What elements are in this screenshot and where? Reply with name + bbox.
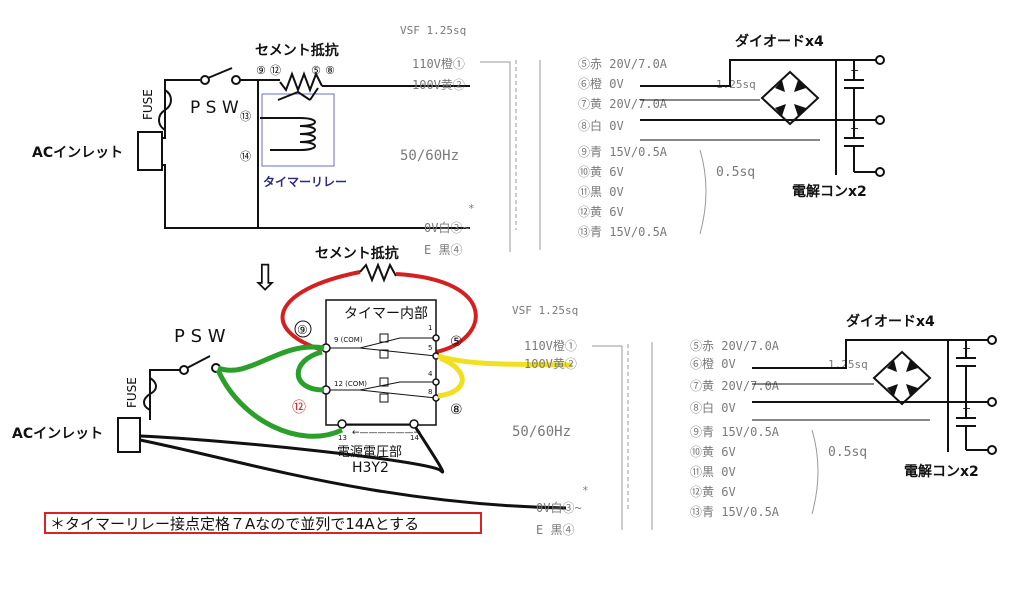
freq-label-bottom: 50/60Hz — [512, 424, 571, 440]
terminal-5-bottom: ⑤ — [450, 334, 463, 350]
asterisk-bottom: * — [582, 484, 589, 497]
timer-relay-label-top: タイマーリレー — [263, 175, 347, 189]
resistor-symbol-top — [279, 71, 323, 93]
cement-resistor-label-bottom: セメント抵抗 — [315, 245, 399, 262]
down-arrow-icon: ⇩ — [250, 258, 280, 299]
secondary-12-top: ⑫黄 6V — [578, 205, 624, 219]
sq05-bottom: 0.5sq — [828, 445, 867, 460]
primary-0v-bottom: 0V白③~ — [536, 500, 582, 515]
timer-relay-frame-top — [261, 93, 335, 167]
pin14-label: 14 — [410, 434, 419, 442]
diode-bridge-bottom — [872, 350, 932, 406]
yellow-wire-5 — [437, 353, 573, 368]
vsf-label-top: VSF 1.25sq — [400, 24, 466, 37]
secondary-11-top: ⑪黒 0V — [578, 185, 624, 199]
sq125-top: 1.25sq — [716, 78, 756, 91]
secondary-8-bottom: ⑧白 0V — [690, 400, 736, 415]
black-wire-14 — [139, 427, 445, 474]
secondary-10-bottom: ⑩黄 6V — [690, 445, 736, 459]
ac-inlet-label-top: ACインレット — [32, 145, 123, 161]
pin5-label: 5 — [428, 344, 432, 352]
capacitor-label-top: 電解コンx2 — [792, 183, 867, 200]
secondary-6-top: ⑥橙 0V — [578, 76, 624, 91]
timer-internal-frame — [325, 299, 437, 426]
green-wire-9 — [217, 344, 325, 373]
terminal-8-bottom: ⑧ — [450, 402, 463, 418]
model-label: H3Y2 — [352, 460, 389, 476]
fuse-label-top: FUSE — [141, 89, 155, 120]
secondary-5-bottom: ⑤赤 20V/7.0A — [690, 339, 780, 353]
secondary-7-bottom: ⑦黄 20V/7.0A — [690, 379, 780, 393]
pin13-label: 13 — [338, 434, 347, 442]
ac-inlet-top — [137, 131, 163, 171]
ac-inlet-label-bottom: ACインレット — [12, 426, 103, 442]
terminal-12-bottom: ⑫ — [292, 400, 306, 416]
terminal-9-bottom: ⑨ — [297, 323, 308, 337]
pin1-label: 1 — [428, 324, 432, 332]
secondary-5-top: ⑤赤 20V/7.0A — [578, 57, 668, 71]
black-wire-0v — [139, 438, 567, 510]
asterisk-top: * — [468, 202, 475, 215]
secondary-13-top: ⑬青 15V/0.5A — [578, 225, 668, 239]
secondary-7-top: ⑦黄 20V/7.0A — [578, 97, 668, 111]
diode-label-top: ダイオードx4 — [735, 33, 824, 50]
ac-inlet-bottom — [117, 417, 141, 453]
yellow-wire-8 — [437, 355, 465, 399]
primary-100-bottom: 100V黄② — [524, 357, 577, 371]
wire-top-return — [162, 164, 470, 229]
secondary-10-top: ⑩黄 6V — [578, 165, 624, 179]
pin8-label: 8 — [428, 388, 432, 396]
freq-label-top: 50/60Hz — [400, 148, 459, 164]
sq125-bottom: 1.25sq — [828, 358, 868, 371]
timer-internal-label: タイマー内部 — [344, 306, 428, 322]
capacitor-label-bottom: 電解コンx2 — [904, 463, 979, 480]
relay-coil-top — [299, 117, 316, 151]
primary-100-top: 100V黄② — [412, 78, 465, 92]
terminal-5-top: ⑤ — [311, 64, 321, 77]
primary-110-bottom: 110V橙① — [524, 338, 577, 353]
bottom-diagram: セメント抵抗 タイマー内部 9 (COM) 12 (COM) 1 5 4 8 1… — [12, 245, 997, 537]
secondary-6-bottom: ⑥橙 0V — [690, 356, 736, 371]
diode-label-bottom: ダイオードx4 — [846, 313, 935, 330]
secondary-9-top: ⑨青 15V/0.5A — [578, 145, 668, 159]
note-box — [44, 512, 482, 534]
secondary-8-top: ⑧白 0V — [578, 118, 624, 133]
psw-label-top: P S W — [190, 98, 239, 118]
top-diagram: ACインレット FUSE P S W セメント抵抗 ⑨ ⑫ ⑤ ⑧ ⑬ ⑭ タイ… — [32, 24, 885, 257]
secondary-11-bottom: ⑪黒 0V — [690, 465, 736, 479]
primary-e-top: E 黒④ — [424, 243, 462, 257]
psw-label-bottom: P S W — [174, 326, 226, 347]
terminal-14-top: ⑭ — [240, 150, 251, 163]
fuse-symbol-bottom — [143, 377, 157, 411]
terminal-8-top: ⑧ — [325, 64, 335, 77]
green-wire-13 — [215, 368, 344, 439]
primary-e-bottom: E 黒④ — [536, 523, 574, 537]
primary-110-top: 110V橙① — [412, 56, 465, 71]
note-text: ＊タイマーリレー接点定格７Aなので並列で14Aとする — [50, 515, 420, 533]
terminal-9-top: ⑨ — [256, 64, 266, 77]
terminal-13-top: ⑬ — [240, 110, 251, 123]
primary-0v-top: 0V白③~ — [424, 220, 470, 235]
fuse-label-bottom: FUSE — [125, 377, 139, 408]
com12-label: 12 (COM) — [334, 380, 367, 388]
green-wire-12 — [295, 349, 325, 393]
com9-label: 9 (COM) — [334, 336, 363, 344]
range-arrow-icon: ←——————→ — [352, 428, 422, 438]
cement-resistor-label-top: セメント抵抗 — [255, 42, 339, 59]
resistor-symbol-bottom — [359, 262, 397, 283]
vsf-label-bottom: VSF 1.25sq — [512, 304, 578, 317]
wire-top-left — [162, 79, 200, 139]
red-wire — [280, 270, 361, 352]
secondary-12-bottom: ⑫黄 6V — [690, 485, 736, 499]
diode-bridge-top — [760, 70, 820, 126]
secondary-9-bottom: ⑨青 15V/0.5A — [690, 425, 780, 439]
terminal-12-top: ⑫ — [270, 64, 281, 77]
pin4-label: 4 — [428, 370, 433, 378]
secondary-13-bottom: ⑬青 15V/0.5A — [690, 505, 780, 519]
sq05-top: 0.5sq — [716, 165, 755, 180]
